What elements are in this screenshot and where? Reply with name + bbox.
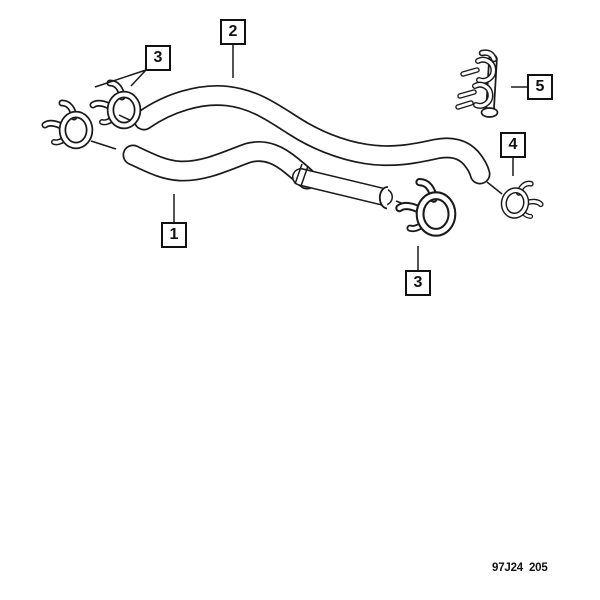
leader-callout-3-left: [94, 69, 147, 88]
lower-hose: [122, 141, 318, 190]
callout-4: 4: [500, 132, 526, 158]
callout-4-label: 4: [508, 136, 518, 153]
retainer-clip: [455, 49, 499, 118]
assembly-axis-left-lower: [90, 140, 117, 150]
callout-3-left-label: 3: [153, 49, 163, 66]
assembly-axis-right: [486, 181, 503, 195]
drawing-code: 97J24 205: [492, 562, 548, 574]
callout-3-bottom: 3: [405, 270, 431, 296]
callout-5: 5: [527, 74, 553, 100]
tube-mouth: [378, 186, 389, 210]
callout-1: 1: [161, 222, 187, 248]
callout-2-label: 2: [228, 23, 238, 40]
lower-hose-tube-end: [292, 163, 393, 210]
callout-2: 2: [220, 19, 246, 45]
spring-clamp-left-upper: [93, 83, 138, 126]
callout-3-left: 3: [145, 45, 171, 71]
callout-5-label: 5: [535, 78, 545, 95]
spring-clamp-left-lower: [45, 103, 90, 146]
upper-hose: [133, 84, 491, 185]
callout-3-bottom-label: 3: [413, 274, 423, 291]
callout-1-label: 1: [169, 226, 179, 243]
spring-clamp-right: [502, 179, 545, 221]
spring-clamp-middle: [399, 182, 452, 232]
